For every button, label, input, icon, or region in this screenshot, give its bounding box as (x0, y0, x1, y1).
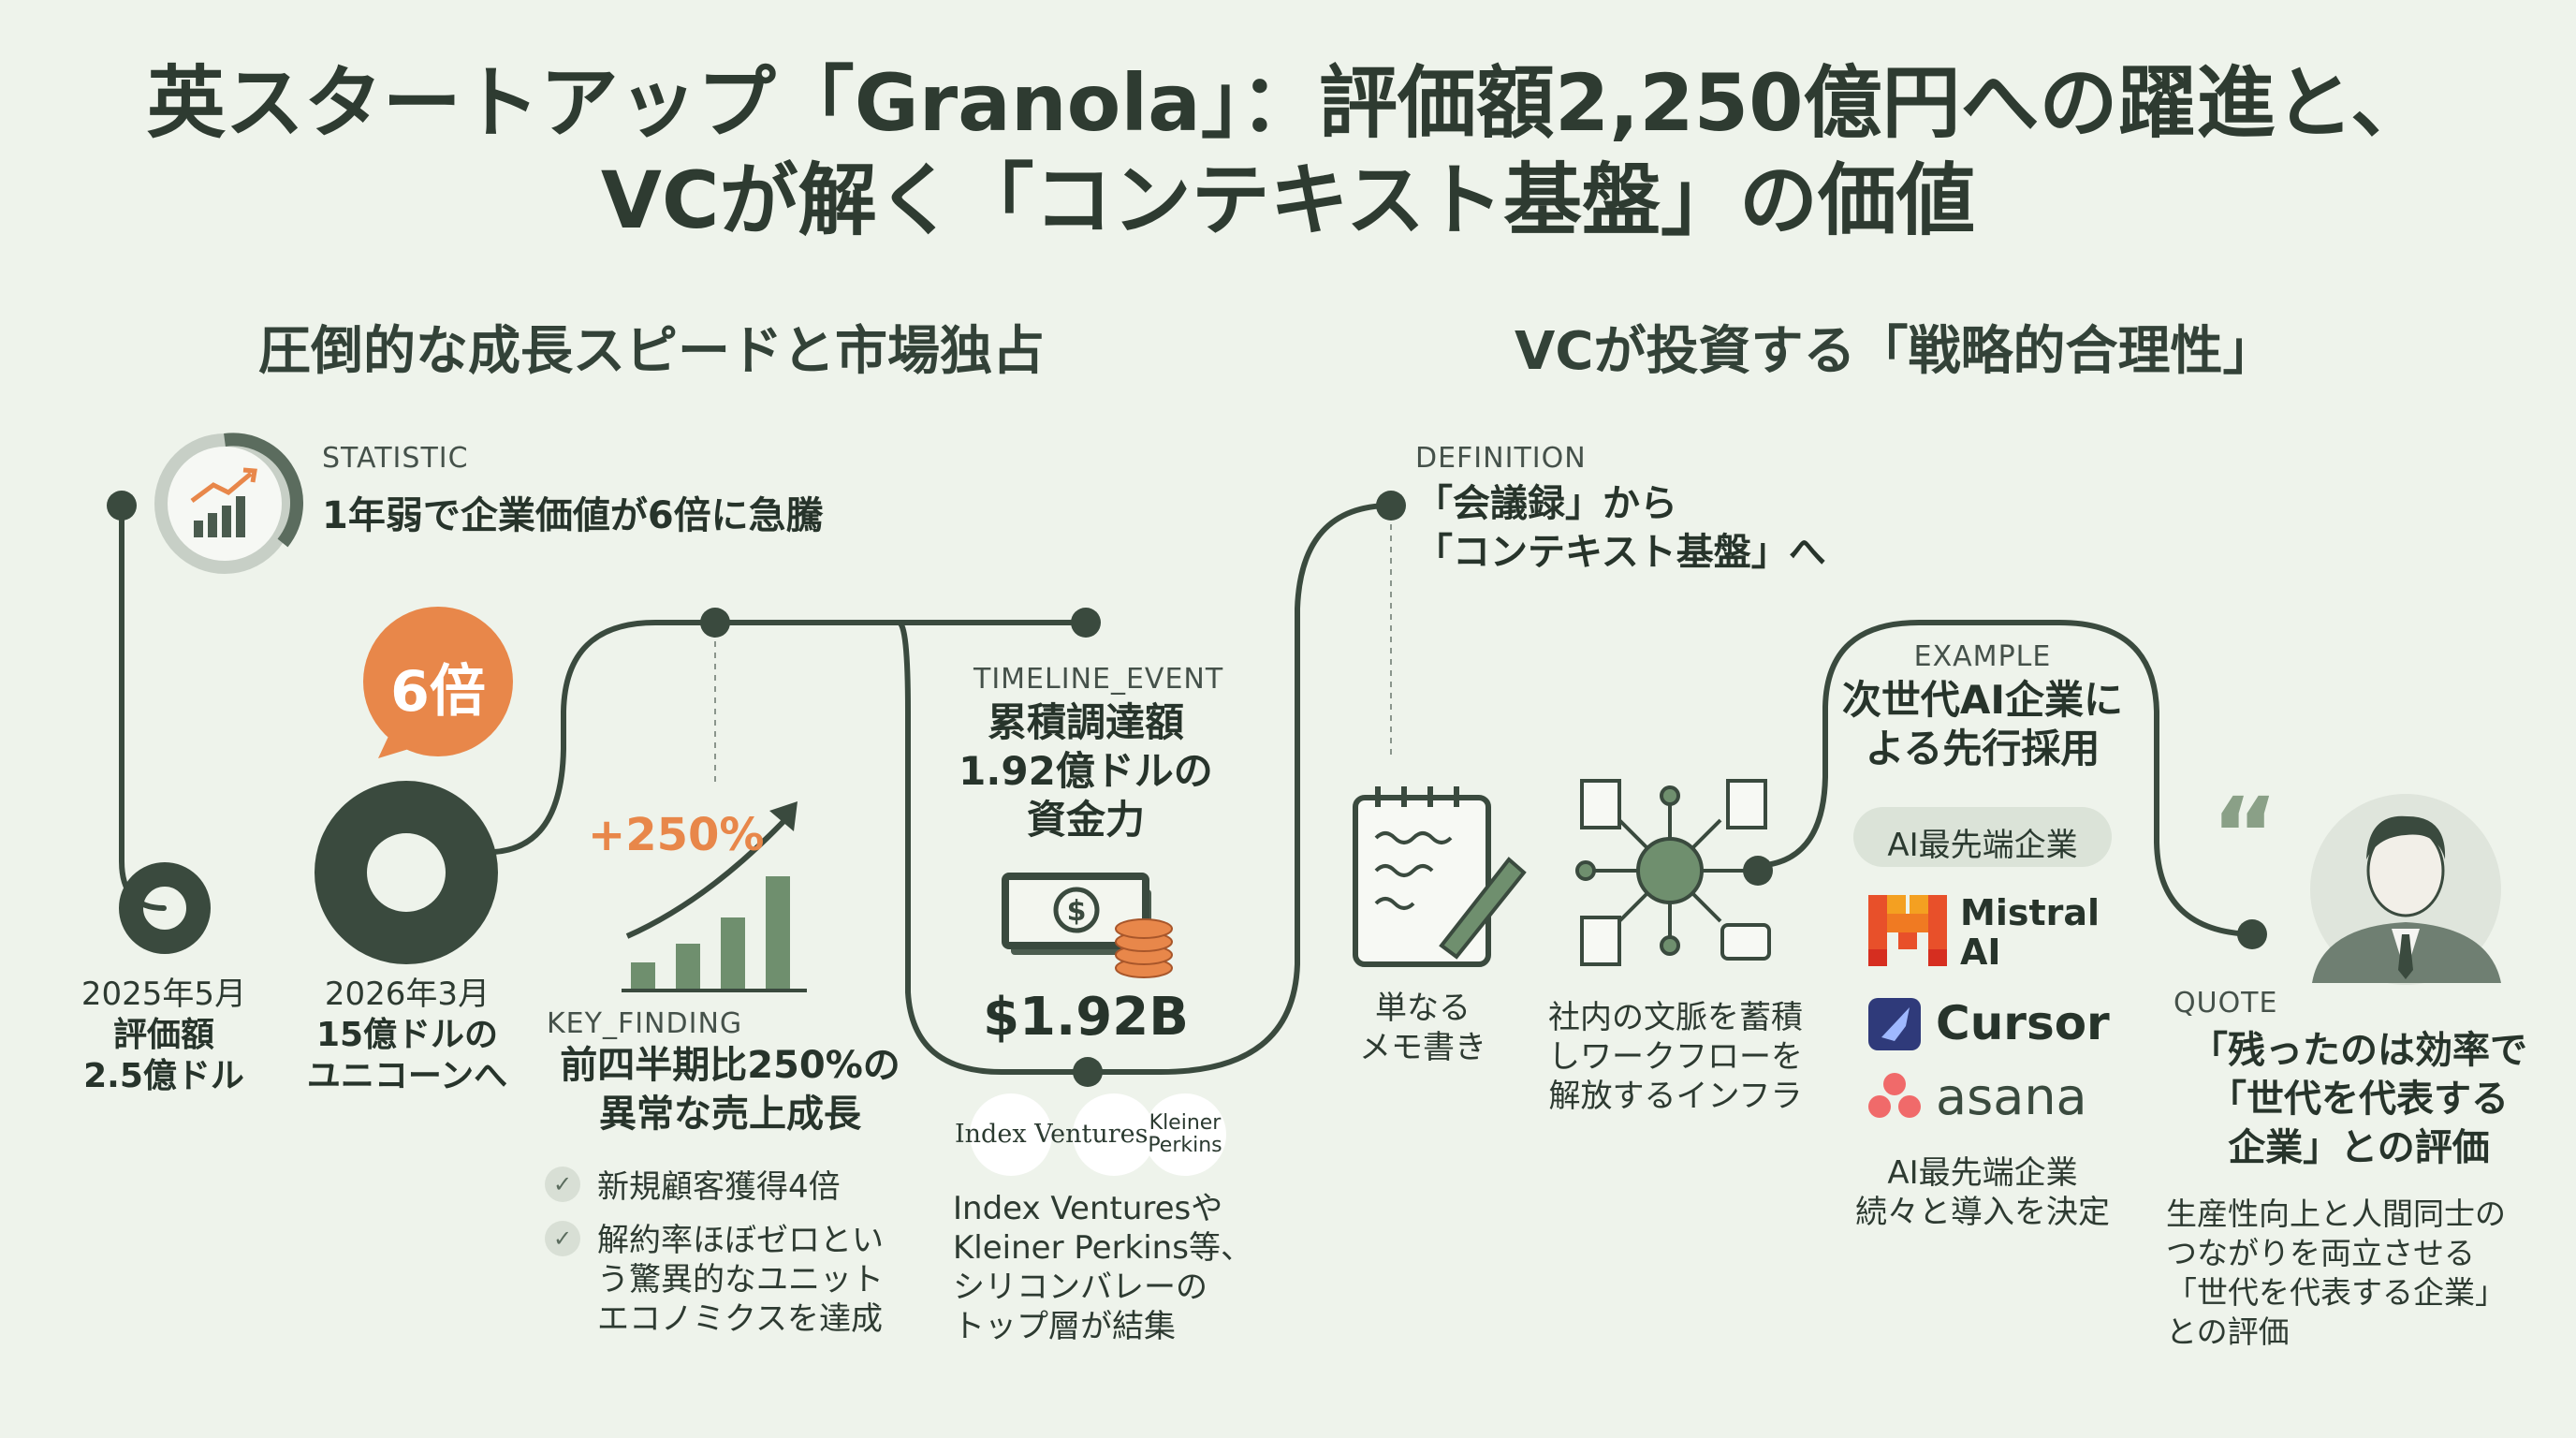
ring-2026 (315, 781, 498, 964)
flow-line-middle (896, 503, 1394, 1075)
timeline-dot-3 (1073, 1057, 1103, 1087)
flow-line-right (1749, 620, 2255, 937)
timeline-dot-4 (1376, 491, 1406, 521)
quote-line2: 「世代を代表する (2209, 1078, 2509, 1121)
quote-desc-line3: 「世代を代表する企業」 (2166, 1274, 2506, 1311)
mistral-logo-text-2: AI (1960, 932, 2001, 973)
vc-desc-line3: シリコンバレーの (953, 1269, 1208, 1306)
right-section-heading: VCが投資する「戦略的合理性」 (1515, 321, 2276, 382)
asana-logo (1868, 1073, 1921, 1118)
growth-percent: +250% (588, 809, 765, 861)
milestone-2025-line1: 評価額 (112, 1016, 214, 1054)
key-finding-tag: KEY_FINDING (547, 1007, 743, 1040)
milestone-2026-date: 2026年3月 (324, 976, 490, 1013)
infra-label-line2: しワークフローを (1548, 1038, 1803, 1076)
memo-label-line1: 単なる (1375, 990, 1471, 1027)
timeline-dot-start (107, 491, 137, 521)
person-avatar (2310, 794, 2501, 985)
left-section-heading: 圧倒的な成長スピードと市場独占 (258, 321, 1045, 382)
flow-line-top (491, 620, 1087, 855)
quote-desc-line2: つながりを両立させる (2166, 1235, 2475, 1271)
check-text-2-line2: う驚異的なユニット (597, 1261, 884, 1299)
timeline-dot-5 (1743, 856, 1773, 886)
bubble-6x-label: 6倍 (390, 659, 486, 725)
timeline-event-line3: 資金力 (1026, 797, 1145, 843)
example-caption-line2: 続々と導入を決定 (1855, 1194, 2110, 1231)
check-icon: ✓ (545, 1167, 580, 1202)
index-ventures-logo: Index Ventures (955, 1120, 1149, 1149)
timeline-dot-2 (1071, 608, 1101, 638)
check-item-1: ✓ 新規顧客獲得4倍 (545, 1167, 884, 1208)
quote-line3: 企業」との評価 (2228, 1126, 2490, 1169)
growth-chart-icon (154, 433, 303, 574)
example-line1: 次世代AI企業に (1841, 677, 2124, 723)
kleiner-perkins-logo-line2: Perkins (1148, 1134, 1222, 1157)
milestone-2026-line1: 15億ドルの (315, 1016, 499, 1054)
mistral-logo (1868, 895, 1947, 966)
milestone-2025-date: 2025年5月 (80, 976, 247, 1013)
check-item-2: ✓ 解約率ほぼゼロとい う驚異的なユニット エコノミクスを達成 (545, 1221, 884, 1339)
quote-desc-line4: との評価 (2166, 1313, 2290, 1350)
svg-text:$: $ (1067, 895, 1087, 928)
index-logo-bg-2 (1073, 1093, 1155, 1176)
check-text-2-line3: エコノミクスを達成 (597, 1300, 883, 1338)
quote-mark-icon: “ (2211, 775, 2278, 895)
check-text-2-line1: 解約率ほぼゼロとい (597, 1222, 884, 1259)
definition-line2: 「コンテキスト基盤」へ (1415, 531, 1826, 574)
asana-logo-text: asana (1936, 1067, 2087, 1126)
example-line2: よる先行採用 (1865, 726, 2100, 771)
statistic-text: 1年弱で企業価値が6倍に急騰 (322, 494, 824, 537)
funding-amount: $1.92B (983, 987, 1189, 1048)
definition-line1: 「会議録」から (1415, 482, 1677, 525)
key-finding-line1: 前四半期比250%の (560, 1044, 900, 1087)
check-icon: ✓ (545, 1221, 580, 1256)
bubble-6x (363, 607, 513, 758)
example-tag: EXAMPLE (1913, 640, 2052, 673)
index-logo-bg-1 (970, 1093, 1052, 1176)
title-line-2: VCが解く「コンテキスト基盤」の価値 (600, 154, 1976, 246)
statistic-tag: STATISTIC (322, 442, 469, 475)
vc-desc-line4: トップ層が結集 (953, 1308, 1176, 1345)
cursor-logo (1868, 998, 1921, 1050)
title-line-1: 英スタートアップ「Granola」：評価額2,250億円への躍進と、 (146, 57, 2430, 149)
memo-label-line2: メモ書き (1359, 1029, 1486, 1066)
quote-line1: 「残ったのは効率で (2190, 1029, 2527, 1072)
check-text-1: 新規顧客獲得4倍 (597, 1168, 841, 1206)
timeline-dot-1 (700, 608, 730, 638)
ai-pill-bg (1853, 807, 2112, 867)
flow-line-left-start (119, 503, 167, 911)
brain-network-icon (1575, 779, 1771, 966)
growth-bar-chart-icon (622, 801, 807, 992)
vc-desc-line1: Index Venturesや (953, 1190, 1223, 1227)
quote-desc-line1: 生産性向上と人間同士の (2166, 1196, 2506, 1232)
kp-logo-bg (1144, 1093, 1226, 1176)
kleiner-perkins-logo-line1: Kleiner (1149, 1111, 1222, 1135)
example-caption-line1: AI最先端企業 (1887, 1154, 2078, 1192)
ai-pill-label: AI最先端企業 (1887, 827, 2078, 864)
quote-tag: QUOTE (2174, 987, 2278, 1020)
timeline-dot-6 (2237, 919, 2267, 949)
notepad-icon (1353, 786, 1527, 967)
milestone-2025-line2: 2.5億ドル (83, 1057, 244, 1095)
vc-desc-line2: Kleiner Perkins等、 (953, 1229, 1252, 1267)
timeline-event-line1: 累積調達額 (987, 699, 1184, 745)
ring-2025 (119, 862, 211, 954)
timeline-event-tag: TIMELINE_EVENT (973, 663, 1224, 696)
definition-tag: DEFINITION (1415, 442, 1587, 475)
mistral-logo-text-1: Mistral (1960, 892, 2100, 933)
key-finding-line2: 異常な売上成長 (599, 1093, 861, 1136)
infra-label-line3: 解放するインフラ (1548, 1078, 1803, 1115)
infra-label-line1: 社内の文脈を蓄積 (1548, 999, 1803, 1036)
cursor-logo-text: Cursor (1936, 996, 2110, 1050)
timeline-event-line2: 1.92億ドルの (959, 748, 1213, 794)
milestone-2026-line2: ユニコーンへ (306, 1057, 508, 1095)
money-icon: $ (1002, 873, 1173, 978)
